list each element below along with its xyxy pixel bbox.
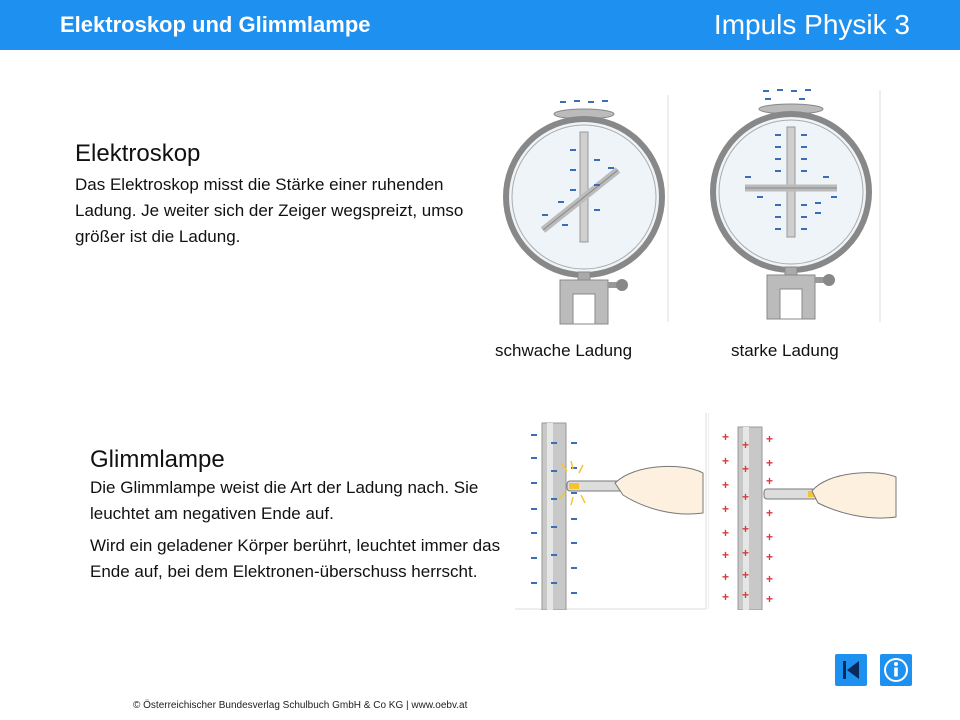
elektroskop-paragraph: Das Elektroskop misst die Stärke einer r… <box>75 175 464 246</box>
electroscope-weak-image <box>503 95 669 325</box>
glimmlampe-text: Die Glimmlampe weist die Art der Ladung … <box>90 475 505 585</box>
svg-text:+: + <box>722 478 729 492</box>
info-button[interactable] <box>880 654 912 686</box>
back-button[interactable] <box>835 654 867 686</box>
svg-text:+: + <box>742 546 749 560</box>
svg-text:+: + <box>742 522 749 536</box>
header-bar: Elektroskop und Glimmlampe Impuls Physik… <box>0 0 960 50</box>
svg-text:+: + <box>766 506 773 520</box>
svg-text:+: + <box>742 568 749 582</box>
glow-lamp-negative-image <box>515 413 707 610</box>
svg-text:+: + <box>722 548 729 562</box>
caption-strong-charge: starke Ladung <box>731 341 839 360</box>
brand-title: Impuls Physik 3 <box>713 9 910 40</box>
footer-copyright: © Österreichischer Bundesverlag Schulbuc… <box>133 700 468 711</box>
svg-text:+: + <box>742 490 749 504</box>
elektroskop-text: Das Elektroskop misst die Stärke einer r… <box>75 172 495 250</box>
svg-text:+: + <box>766 456 773 470</box>
elektroskop-heading: Elektroskop <box>75 140 201 167</box>
svg-text:+: + <box>766 474 773 488</box>
glimmlampe-paragraph-1: Die Glimmlampe weist die Art der Ladung … <box>90 478 479 523</box>
svg-text:+: + <box>766 530 773 544</box>
svg-text:+: + <box>722 502 729 516</box>
skip-back-icon <box>843 661 859 679</box>
glimmlampe-heading: Glimmlampe <box>90 446 225 473</box>
info-icon <box>884 658 908 682</box>
svg-text:+: + <box>722 430 729 444</box>
glimmlampe-paragraph-2: Wird ein geladener Körper berührt, leuch… <box>90 536 501 581</box>
svg-text:+: + <box>742 462 749 476</box>
svg-text:+: + <box>722 526 729 540</box>
svg-text:+: + <box>766 572 773 586</box>
svg-text:+: + <box>766 550 773 564</box>
svg-text:+: + <box>722 590 729 604</box>
caption-weak-charge: schwache Ladung <box>495 341 633 360</box>
svg-text:+: + <box>722 570 729 584</box>
page-title: Elektroskop und Glimmlampe <box>60 12 371 37</box>
glow-lamp-positive-image: + + + + + + + + + + + + + + + + + + + + + + + <box>708 413 897 610</box>
svg-text:+: + <box>766 592 773 606</box>
svg-text:+: + <box>722 454 729 468</box>
svg-text:+: + <box>742 438 749 452</box>
electroscope-strong-image <box>710 89 881 322</box>
svg-text:+: + <box>766 432 773 446</box>
svg-text:+: + <box>742 588 749 602</box>
